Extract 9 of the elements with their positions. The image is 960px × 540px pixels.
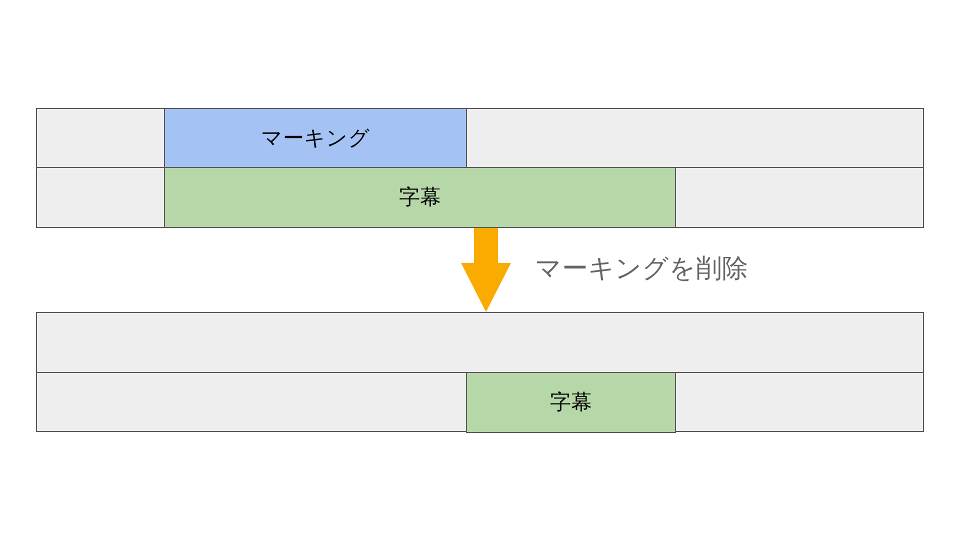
timeline-track (36, 372, 924, 432)
timeline-track (36, 312, 924, 373)
clip-box: マーキング (164, 108, 467, 168)
edge-label: マーキングを削除 (535, 256, 748, 282)
timeline-track (36, 167, 924, 228)
clip-box: 字幕 (164, 167, 676, 228)
clip-box: 字幕 (466, 372, 676, 433)
arrow (461, 228, 511, 312)
timeline-track (36, 108, 924, 168)
